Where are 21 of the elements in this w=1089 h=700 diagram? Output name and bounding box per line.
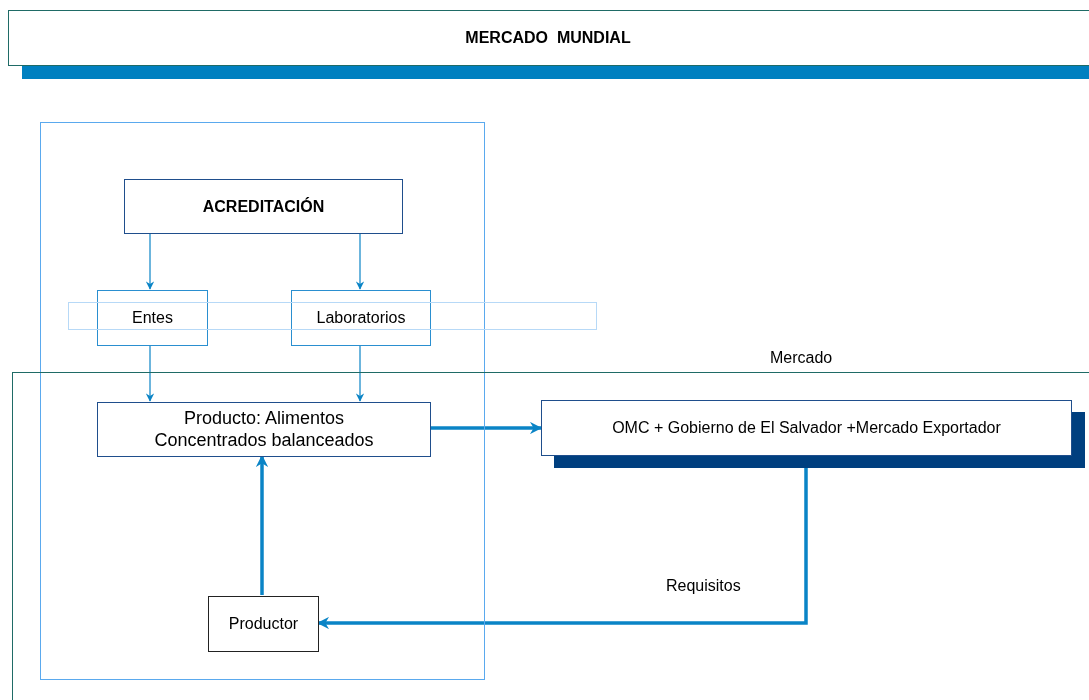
box-label: Productor	[228, 614, 299, 634]
process-box	[208, 596, 319, 652]
region-heading: Mercado	[770, 348, 833, 368]
box-label: Producto: Alimentos Concentrados balanceados	[153, 407, 375, 452]
process-box	[97, 402, 431, 457]
box-label: Laboratorios	[316, 308, 406, 328]
edge-label: Requisitos	[664, 577, 743, 595]
process-box	[124, 179, 403, 234]
arrow	[355, 344, 365, 402]
band-outline	[68, 302, 597, 330]
box-label: ACREDITACIÓN	[202, 196, 325, 217]
arrow	[355, 232, 365, 290]
process-box	[97, 290, 208, 346]
arrow	[430, 421, 543, 435]
box-label: OMC + Gobierno de El Salvador +Mercado Exportador	[612, 418, 1001, 438]
process-box	[291, 290, 431, 346]
banner-title: MERCADO MUNDIAL	[465, 29, 631, 47]
arrow	[145, 232, 155, 290]
arrow	[145, 344, 155, 402]
group-frame	[40, 122, 485, 680]
box-label: Entes	[132, 308, 173, 328]
